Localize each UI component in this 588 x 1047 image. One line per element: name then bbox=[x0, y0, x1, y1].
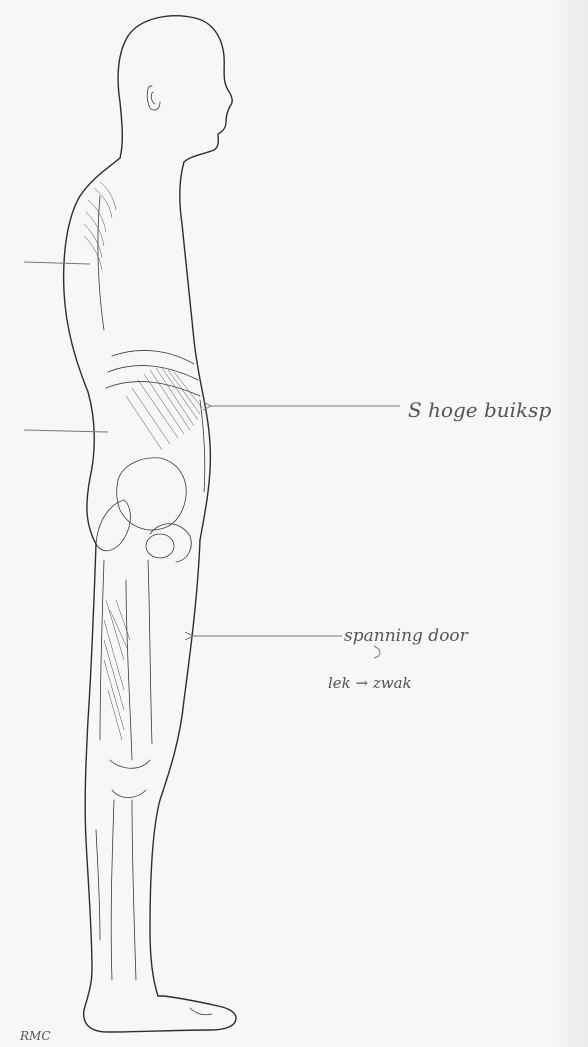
thigh-annotation-line1: spanning door bbox=[344, 626, 469, 646]
head-outline bbox=[118, 16, 232, 162]
annotation-arrows bbox=[24, 262, 400, 636]
back-hatching bbox=[84, 182, 116, 270]
foot-outline bbox=[84, 996, 236, 1032]
abdominal-muscles bbox=[106, 350, 205, 492]
annotation-hook bbox=[374, 646, 380, 658]
legs-outline bbox=[84, 540, 200, 1010]
thigh-hatching bbox=[104, 600, 130, 740]
waist-annotation: S hoge buiksp bbox=[408, 398, 551, 422]
pelvis bbox=[96, 458, 191, 562]
thigh-annotation-line2: lek → zwak bbox=[328, 674, 412, 692]
signature: RMC bbox=[19, 1029, 51, 1043]
